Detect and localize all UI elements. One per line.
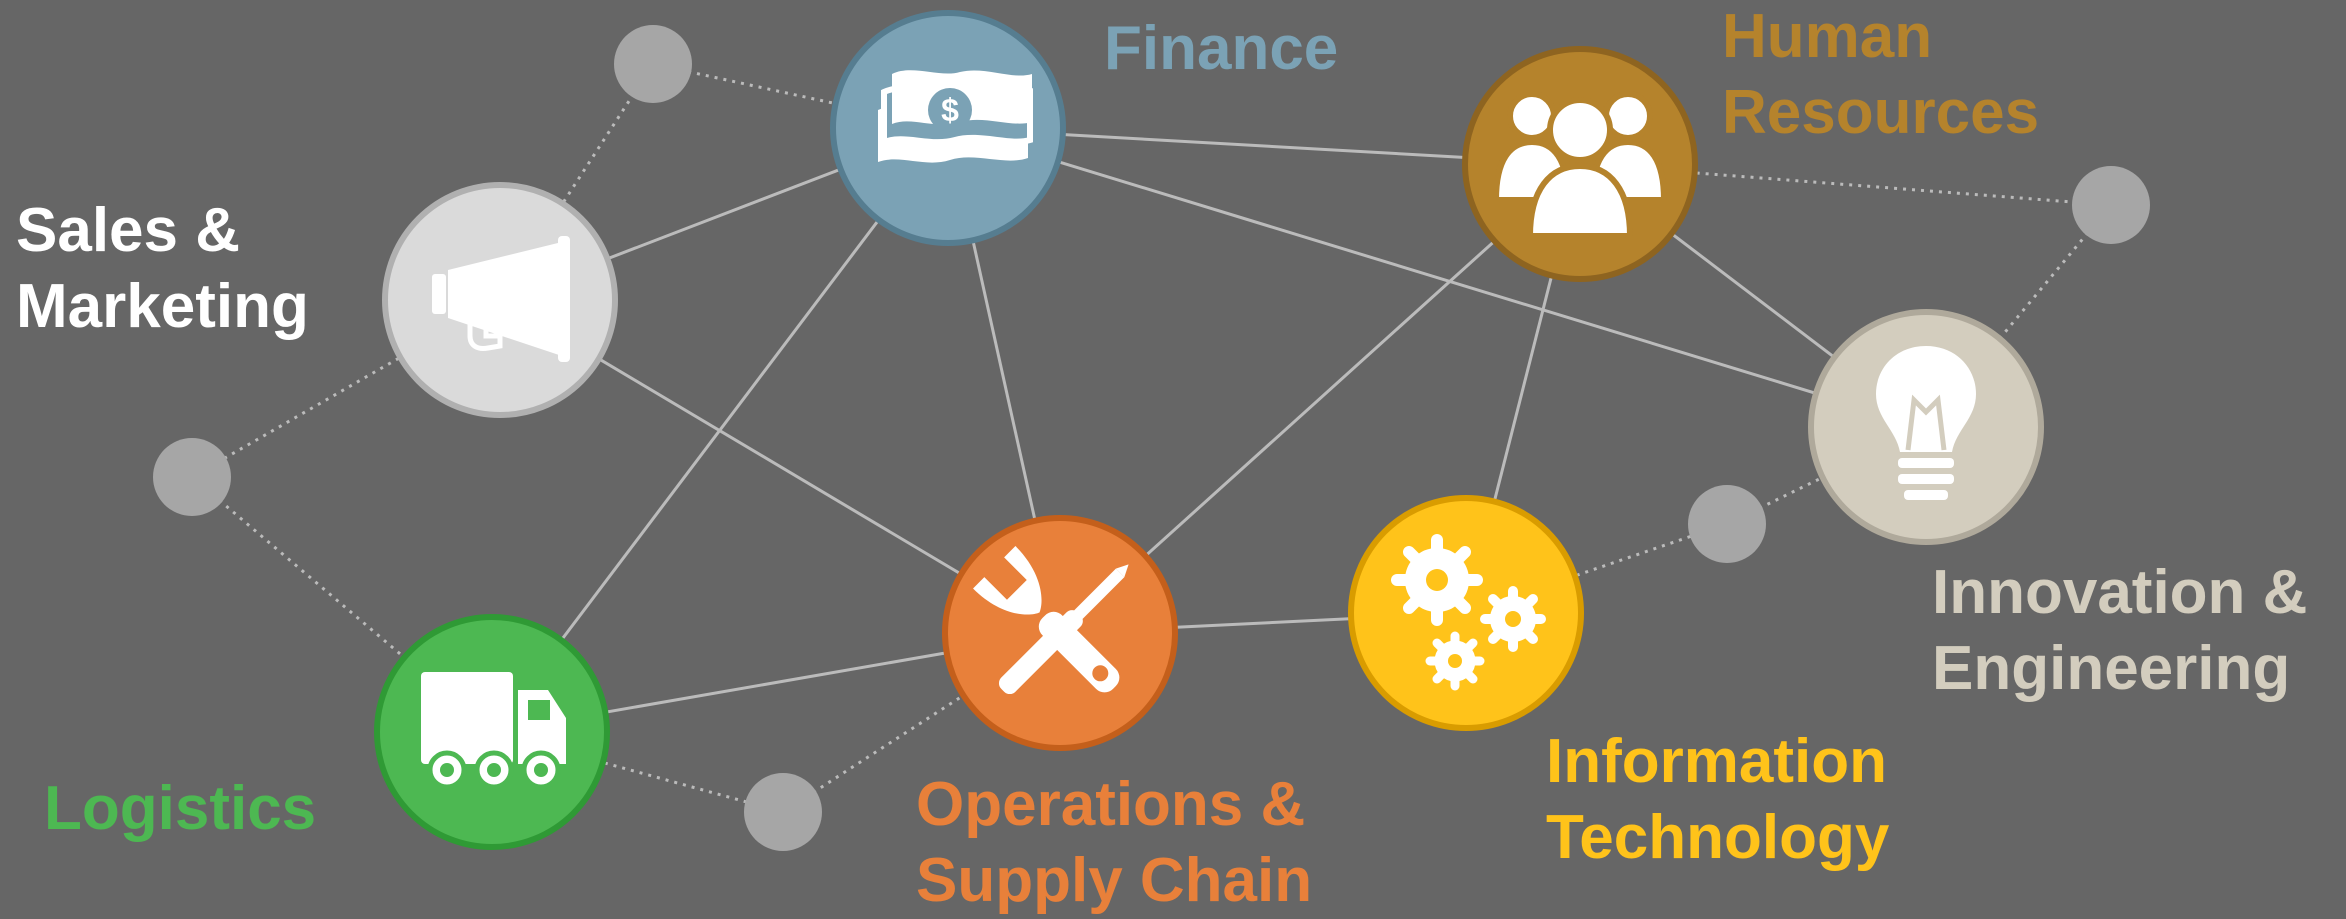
- megaphone-icon: [432, 236, 570, 362]
- node-finance: $: [830, 10, 1066, 246]
- link-finance-innovation: [947, 126, 1927, 429]
- connector-dot: [744, 773, 822, 851]
- connector-dot: [1688, 485, 1766, 563]
- light-bulb-icon: [1876, 346, 1976, 500]
- node-logistics: [374, 614, 610, 850]
- connector-dots: [153, 25, 2150, 851]
- connector-dot: [614, 25, 692, 103]
- label-logistics: Logistics: [44, 774, 317, 843]
- links: [490, 126, 1927, 734]
- gears-icon: [1391, 534, 1546, 691]
- label-operations-supply-chain: Operations & Supply Chain: [916, 770, 1313, 915]
- label-innovation-engineering: Innovation & Engineering: [1932, 558, 2308, 703]
- label-information-technology: Information Technology: [1546, 727, 1890, 872]
- dotted-link: [1579, 162, 2112, 207]
- label-sales-marketing: Sales & Marketing: [16, 196, 309, 341]
- dotted-link: [782, 631, 1061, 814]
- dotted-link: [191, 475, 493, 734]
- people-group-icon: [1492, 91, 1668, 239]
- label-human-resources: Human Resources: [1722, 2, 2040, 147]
- truck-icon: [421, 672, 566, 790]
- wrench-screwdriver-icon: [973, 546, 1129, 695]
- connector-dot: [153, 438, 231, 516]
- money-icon: $: [878, 70, 1033, 163]
- label-finance: Finance: [1104, 14, 1339, 83]
- connector-dot: [2072, 166, 2150, 244]
- node-operations-supply-chain: [942, 515, 1178, 751]
- node-innovation-engineering: [1808, 309, 2044, 545]
- node-sales-marketing: [382, 182, 618, 418]
- node-information-technology: [1348, 495, 1584, 731]
- svg-text:$: $: [941, 92, 959, 128]
- link-finance-logistics: [490, 127, 950, 733]
- node-human-resources: [1462, 46, 1698, 282]
- dotted-link: [1924, 204, 2113, 428]
